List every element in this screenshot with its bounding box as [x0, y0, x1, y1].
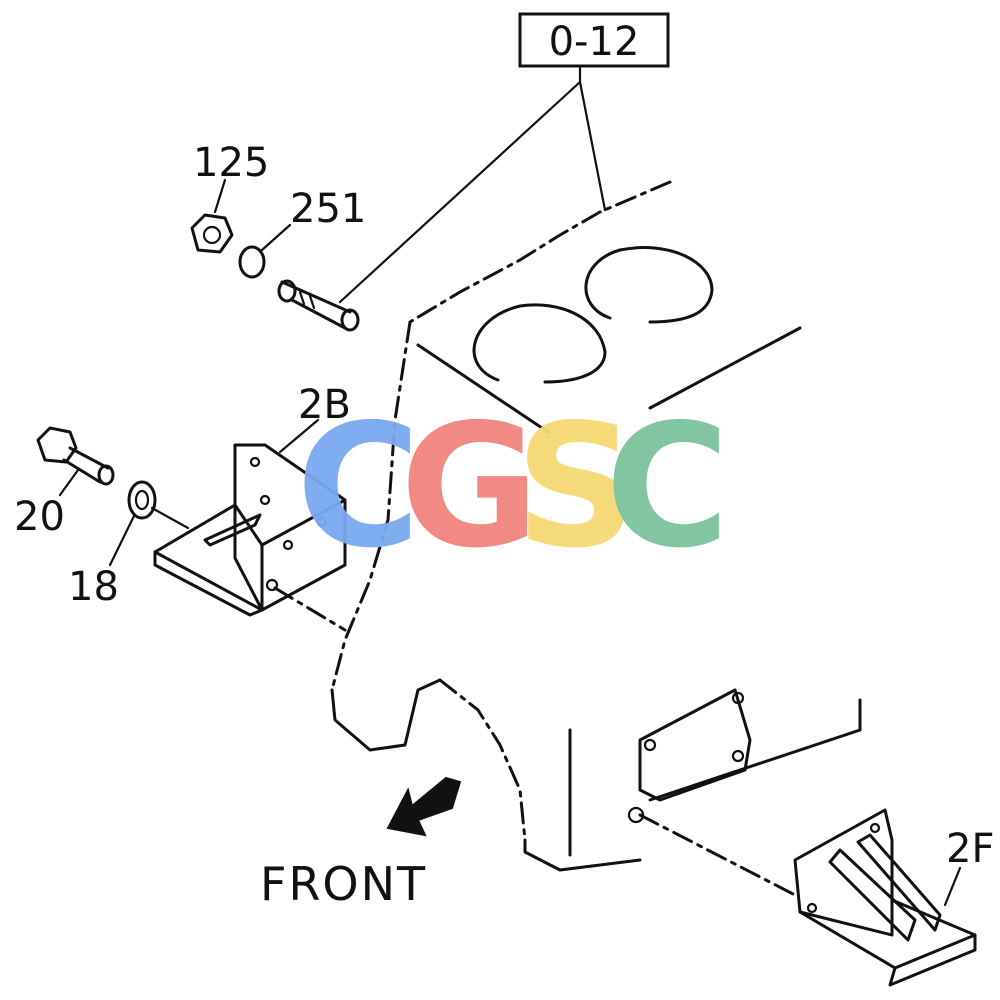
label-2f: 2F [946, 826, 994, 872]
label-2b: 2B [298, 382, 351, 428]
label-251: 251 [290, 186, 366, 232]
stud [277, 279, 360, 332]
watermark-letter-c2: C [605, 388, 730, 586]
bracket-2f: 2F [793, 808, 994, 987]
watermark-letter-c1: C [296, 388, 421, 586]
label-20: 20 [14, 494, 65, 540]
engine-block [330, 180, 862, 872]
front-arrow: FRONT [260, 776, 462, 911]
watermark-letter-g: G [400, 388, 540, 586]
watermark-letter-s: S [515, 388, 637, 586]
front-label: FRONT [260, 857, 427, 911]
label-125: 125 [193, 140, 269, 186]
watermark: C G S C [296, 388, 730, 586]
washer-251: 251 [238, 186, 366, 279]
reference-box-label: 0-12 [549, 19, 640, 65]
bracket-2b: 2B [153, 382, 351, 617]
nut-125: 125 [190, 140, 269, 254]
label-18: 18 [68, 564, 119, 610]
washer-18: 18 [68, 480, 157, 610]
bolt-20: 20 [14, 426, 115, 540]
reference-box: 0-12 [518, 12, 670, 68]
